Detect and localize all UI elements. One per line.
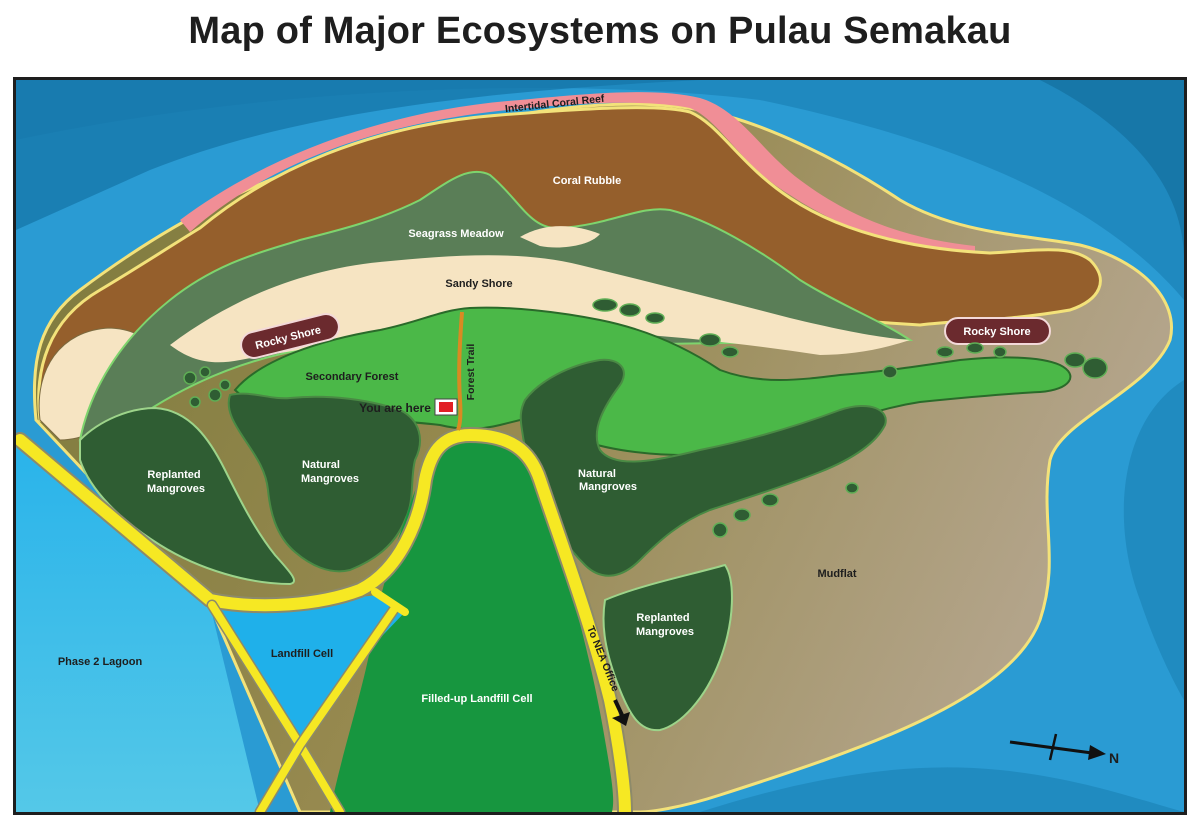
secondary-forest-area [233,306,1072,457]
label-you-are-here: You are here [359,401,431,415]
label-phase2-lagoon: Phase 2 Lagoon [58,656,143,668]
roads [16,427,633,812]
label-replanted-mangroves-left-2: Mangroves [147,483,205,495]
north-arrow-line [1009,740,1093,755]
label-replanted-mangroves-right-1: Replanted [636,612,689,624]
label-natural-mangroves-right-2: Mangroves [579,481,637,493]
nea-arrow-head [612,712,630,726]
you-are-here-marker [439,402,453,412]
forest-trail-line [456,311,464,431]
rocky-shore-left [240,313,340,359]
coral-reef-area [180,92,975,252]
label-forest-trail: Forest Trail [465,344,477,401]
label-natural-mangroves-left-1: Natural [302,459,340,471]
label-rocky-shore-right: Rocky Shore [963,326,1030,338]
label-replanted-mangroves-left-1: Replanted [147,469,200,481]
landfill-cell-area [215,595,405,745]
label-sandy-shore: Sandy Shore [445,278,512,290]
label-natural-mangroves-left-2: Mangroves [301,473,359,485]
label-mudflat: Mudflat [817,568,856,580]
label-natural-mangroves-right-1: Natural [578,468,616,480]
north-arrow-head [1088,745,1106,760]
label-filled-landfill-cell: Filled-up Landfill Cell [421,693,532,705]
map-title: Map of Major Ecosystems on Pulau Semakau [188,10,1012,52]
phase2-lagoon-area [16,440,260,812]
filled-landfill-area [330,433,614,812]
label-landfill-cell: Landfill Cell [271,648,333,660]
rocky-shore-right [944,317,1051,345]
nea-arrow-shaft [613,699,624,716]
mangrove-clumps [183,298,1108,538]
label-secondary-forest: Secondary Forest [306,371,399,383]
label-replanted-mangroves-right-2: Mangroves [636,626,694,638]
label-coral-rubble: Coral Rubble [553,175,621,187]
label-seagrass-meadow: Seagrass Meadow [408,228,504,240]
replanted-mangroves-right-area [602,563,733,732]
natural-mangroves-left-area [227,392,421,573]
replanted-mangroves-left-area [79,406,295,586]
label-north: N [1109,750,1119,766]
